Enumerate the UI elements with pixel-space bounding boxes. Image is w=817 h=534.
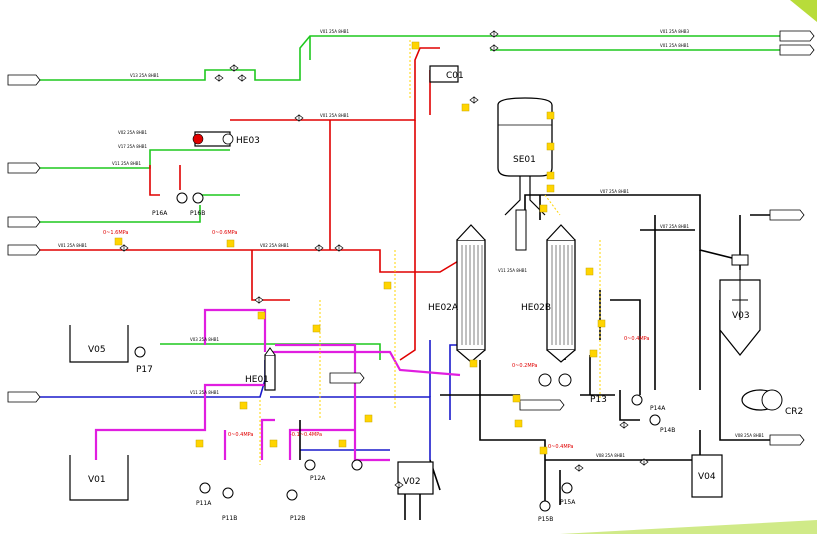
pipe-label: V17 25A 8HB1	[118, 144, 147, 149]
cooling-lines	[38, 340, 470, 460]
pipe-label: V07 25A 8HB1	[660, 224, 689, 229]
pipe-label: V11 25A 8HB1	[112, 161, 141, 166]
instrument-tags	[114, 41, 606, 455]
pumps	[134, 192, 661, 512]
label-v01: V01	[88, 475, 106, 485]
corner-accent	[790, 0, 817, 22]
tank-v04: V04	[691, 454, 723, 498]
pipe-labels: V13 25A 8HB1 V01 25A 8HB1 V01 25A 8HB3 V…	[58, 29, 764, 458]
label-cr2: CR2	[785, 407, 803, 417]
label-p14a: P14A	[650, 405, 666, 412]
valves	[119, 30, 649, 489]
bottom-accent	[560, 520, 817, 534]
tank-v05: V05	[69, 325, 129, 363]
pipe-label: V01 25A 8HB3	[660, 29, 689, 34]
pipe-label: V01 25A 8HB1	[320, 113, 349, 118]
pipe-label: V03 25A 8HB1	[190, 337, 219, 342]
label-p16a: P16A	[152, 210, 168, 217]
pipe-label: V02 25A 8HB1	[260, 243, 289, 248]
label-he01: HE01	[245, 375, 269, 385]
separator-se01: SE01	[497, 97, 553, 251]
exchanger-he02b: HE02B	[521, 224, 576, 363]
label-p15a: P15A	[560, 499, 576, 506]
label-p11b: P11B	[222, 515, 237, 522]
label-se01: SE01	[513, 155, 536, 165]
exchanger-he01: HE01	[245, 347, 276, 391]
label-he02a: HE02A	[428, 303, 459, 313]
label-v05: V05	[88, 345, 106, 355]
pressure-note-7: 0~0.4MPa	[548, 444, 574, 450]
vessel-c01: C01	[429, 65, 464, 83]
pipe-label: V07 25A 8HB1	[600, 189, 629, 194]
water-lines	[38, 35, 780, 360]
label-p13: P13	[590, 395, 607, 405]
pressure-note-2: 0~0.6MPa	[212, 230, 238, 236]
pipe-label: V11 25A 8HB1	[190, 390, 219, 395]
exchanger-he03: HE03	[192, 131, 260, 147]
pipe-label: V13 25A 8HB1	[130, 73, 159, 78]
label-v04: V04	[698, 472, 716, 482]
pressure-note-5: 0~0.4MPa	[228, 432, 254, 438]
pressure-note-6: -0.1~0.4MPa	[290, 432, 322, 438]
pressure-note-1: 0~1.6MPa	[103, 230, 129, 236]
label-p11a: P11A	[196, 500, 212, 507]
label-he02b: HE02B	[521, 303, 551, 313]
product-lines	[94, 308, 461, 462]
tank-v03: V03	[719, 254, 761, 356]
pipe-label: V08 25A 8HB1	[735, 433, 764, 438]
exchanger-he02a: HE02A	[428, 224, 486, 363]
crystallizer-cr2: CR2	[741, 389, 803, 417]
label-p17: P17	[136, 365, 153, 375]
pipe-label: V02 25A 8HB1	[118, 130, 147, 135]
pressure-note-4: 0~0.4MPa	[624, 336, 650, 342]
label-p16b: P16B	[190, 210, 205, 217]
label-p12a: P12A	[310, 475, 326, 482]
label-v03: V03	[732, 311, 750, 321]
pipe-label: V08 25A 8HB1	[596, 453, 625, 458]
pipe-label: V01 25A 8HB1	[58, 243, 87, 248]
tank-v02: V02	[397, 461, 434, 495]
label-p14b: P14B	[660, 427, 675, 434]
label-he03: HE03	[236, 136, 260, 146]
label-c01: C01	[446, 71, 464, 81]
pressure-note-3: 0~0.2MPa	[512, 363, 538, 369]
steam-lines	[38, 47, 461, 361]
label-p15b: P15B	[538, 516, 553, 523]
pipe-label: V01 25A 8HB1	[320, 29, 349, 34]
label-v02: V02	[403, 477, 421, 487]
tank-v01: V01	[69, 455, 129, 501]
offpage-connectors	[7, 30, 815, 446]
pipe-label: V11 25A 8HB1	[498, 268, 527, 273]
pipe-label: V01 25A 8HB1	[660, 43, 689, 48]
label-p12b: P12B	[290, 515, 305, 522]
